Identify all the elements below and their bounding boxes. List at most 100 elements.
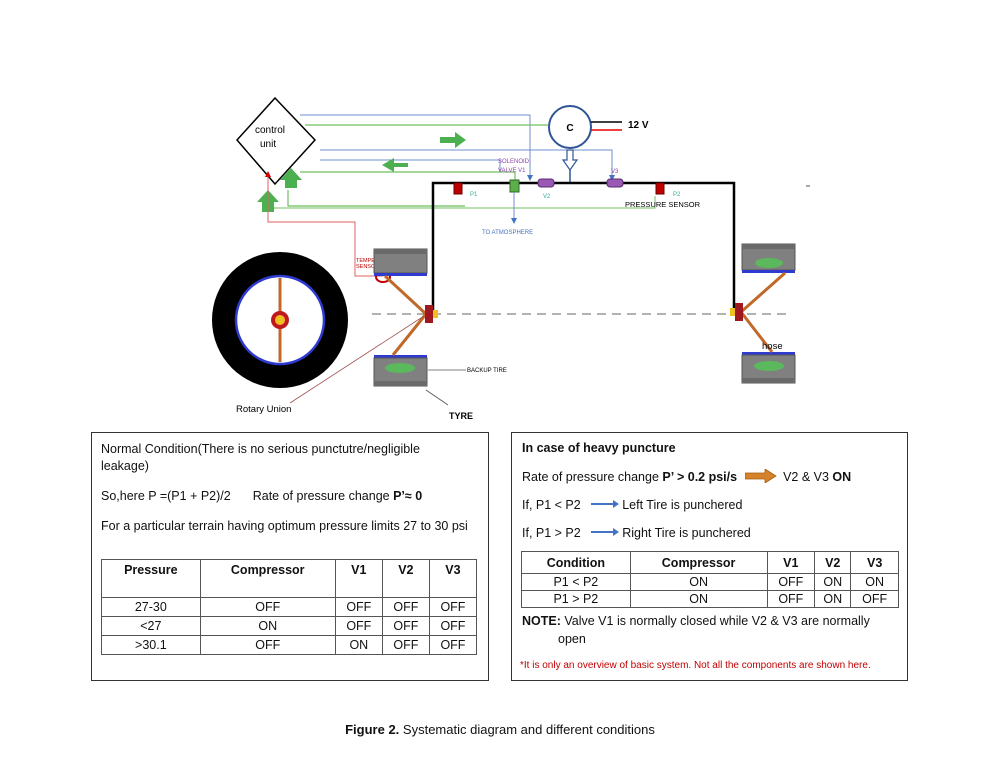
table-cell: ON	[814, 573, 852, 591]
normal-condition-panel: Normal Condition(There is no serious pun…	[91, 432, 489, 681]
rotary-union-label: Rotary Union	[236, 404, 291, 415]
p2-sensor	[655, 182, 665, 195]
left-tire-punchered: Left Tire is punchered	[622, 498, 743, 512]
table-cell: <27	[101, 616, 201, 636]
valve-note-line2: open	[558, 632, 586, 646]
right-tire	[730, 243, 796, 384]
valve-v3	[606, 178, 624, 188]
table-cell: OFF	[428, 597, 478, 617]
table-cell: ON	[629, 590, 768, 608]
note-text: Valve V1 is normally closed while V2 & V…	[560, 614, 870, 628]
table-cell: 27-30	[101, 597, 201, 617]
rotary-union-leader	[289, 315, 425, 404]
normal-table-header: Compressor	[199, 559, 336, 598]
orange-arrow-icon	[744, 468, 777, 484]
heavy-puncture-panel: In case of heavy puncture Rate of pressu…	[511, 432, 908, 681]
green-arrow-left	[382, 158, 408, 172]
feedback-line-p2	[269, 196, 656, 210]
caption-text: Systematic diagram and different conditi…	[399, 722, 655, 737]
signal-line-v2	[300, 114, 533, 181]
table-cell: ON	[850, 573, 899, 591]
left-tire	[373, 248, 438, 387]
caption-label: Figure 2.	[345, 722, 400, 737]
v3-label: V3	[611, 169, 619, 175]
valve-v2	[537, 178, 555, 188]
blue-arrow-icon	[590, 500, 619, 508]
rate-result: V2 & V3	[783, 470, 833, 484]
heavy-puncture-title: In case of heavy puncture	[522, 441, 676, 455]
table-cell: P1 < P2	[521, 573, 631, 591]
valve-note: NOTE: Valve V1 is normally closed while …	[522, 613, 902, 630]
rate-value: P’≈ 0	[393, 489, 423, 503]
table-cell: >30.1	[101, 635, 201, 655]
heavy-table-header: Condition	[521, 551, 631, 574]
normal-table-header: V2	[381, 559, 430, 598]
right-tire-punchered: Right Tire is punchered	[622, 526, 751, 540]
table-cell: ON	[814, 590, 852, 608]
pressure-sensor-label: PRESSURE SENSOR	[625, 200, 701, 209]
table-cell: ON	[629, 573, 768, 591]
formula-text: So,here P =(P1 + P2)/2	[101, 489, 231, 503]
table-cell: OFF	[428, 616, 478, 636]
note-label: NOTE:	[522, 614, 561, 628]
table-cell: OFF	[199, 635, 336, 655]
supply-voltage-label: 12 V	[628, 120, 649, 131]
average-pressure-formula: So,here P =(P1 + P2)/2 Rate of pressure c…	[101, 488, 481, 505]
tyre-label: TYRE	[449, 411, 473, 421]
rate-text: Rate of pressure change	[252, 489, 394, 503]
if-p1-greater-p2: If, P1 > P2	[522, 526, 581, 540]
heavy-table-header: V3	[850, 551, 899, 574]
table-cell: OFF	[850, 590, 899, 608]
to-atmosphere-label: TO ATMOSPHERE	[482, 230, 533, 236]
rate-threshold: P’ > 0.2 psi/s	[662, 470, 738, 484]
signal-line-v3	[320, 149, 615, 181]
left-puncture-rule: If, P1 < P2 Left Tire is punchered	[522, 497, 742, 514]
table-cell: OFF	[428, 635, 478, 655]
overview-footnote: *It is only an overview of basic system.…	[520, 660, 871, 671]
normal-table-header: Pressure	[101, 559, 201, 598]
feedback-line-p1	[287, 190, 465, 207]
table-cell: OFF	[766, 573, 816, 591]
green-arrow-up-1	[280, 168, 302, 188]
signal-line-v1	[320, 159, 501, 172]
hose-label: hose	[762, 341, 783, 352]
v2-label: V2	[543, 194, 551, 200]
rate-condition-text: Rate of pressure change	[522, 470, 663, 484]
table-cell: OFF	[381, 597, 430, 617]
normal-table-header: V3	[428, 559, 478, 598]
table-cell: OFF	[381, 616, 430, 636]
main-air-pipe	[431, 181, 736, 310]
compressor-label: C	[566, 123, 573, 134]
compressor-output-arrow	[561, 149, 579, 172]
heavy-table-header: Compressor	[629, 551, 768, 574]
rate-result-on: ON	[832, 470, 852, 484]
table-cell: ON	[334, 635, 383, 655]
p1-sensor	[453, 182, 463, 195]
normal-table-header: V1	[334, 559, 383, 598]
table-cell: OFF	[766, 590, 816, 608]
wheel-front-view	[212, 252, 348, 388]
table-cell: OFF	[381, 635, 430, 655]
control-unit-shape	[235, 96, 317, 186]
right-puncture-rule: If, P1 > P2 Right Tire is punchered	[522, 525, 751, 542]
table-cell: OFF	[334, 616, 383, 636]
figure-caption: Figure 2. Systematic diagram and differe…	[0, 722, 1000, 737]
normal-condition-title: Normal Condition(There is no serious pun…	[101, 442, 420, 473]
table-cell: OFF	[334, 597, 383, 617]
tyre-leader	[425, 389, 449, 406]
if-p1-less-p2: If, P1 < P2	[522, 498, 581, 512]
compressor-circle	[548, 105, 592, 149]
blue-arrow-icon	[590, 528, 619, 536]
p1-label: P1	[470, 192, 478, 198]
heavy-table-header: V1	[766, 551, 816, 574]
p2-label: P2	[673, 192, 681, 198]
